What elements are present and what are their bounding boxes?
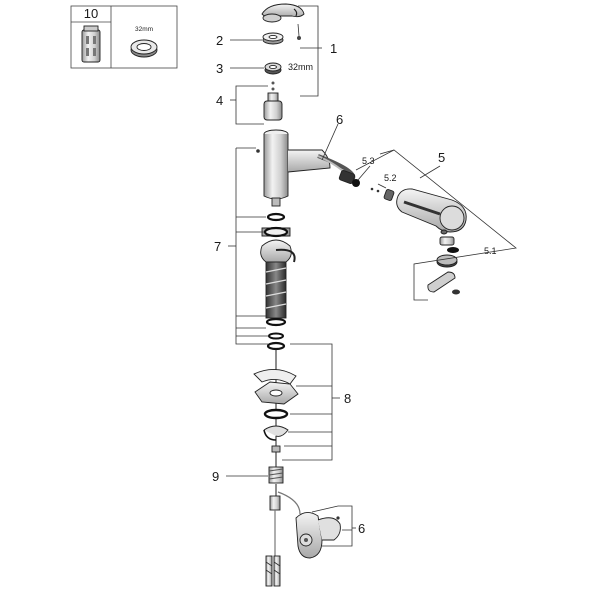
leader-lines: [226, 5, 517, 547]
callout-5: 5: [438, 150, 445, 165]
inset-size-label: 32mm: [135, 26, 153, 33]
callout-6-top: 6: [336, 112, 343, 127]
retaining-nut: [264, 62, 282, 75]
callout-5-1: 5.1: [484, 246, 497, 256]
callout-9: 9: [212, 469, 219, 484]
callout-3: 3: [216, 61, 223, 76]
callout-7: 7: [214, 239, 221, 254]
mounting-kit: [253, 350, 299, 470]
lever-handle: [261, 3, 305, 40]
inset-number-label: 10: [84, 6, 98, 21]
hose-weight: [295, 512, 341, 559]
hose-connector: [352, 179, 380, 193]
spare-parts-inset: 10 32mm: [70, 5, 178, 69]
spray-head: [383, 188, 467, 233]
seal-stack: [260, 212, 296, 351]
callout-6-bottom: 6: [358, 521, 365, 536]
callout-labels: 1 2 3 32mm 4 6 5 5.3 5.2 5.1 7 8 9 6: [212, 33, 497, 536]
supply-hoses: [265, 484, 301, 587]
callout-1: 1: [330, 41, 337, 56]
callout-3-size: 32mm: [288, 62, 313, 72]
cartridge: [263, 81, 283, 121]
callout-5-2: 5.2: [384, 173, 397, 183]
nut-ring-icon: [130, 39, 158, 58]
callout-4: 4: [216, 93, 223, 108]
callout-8: 8: [344, 391, 351, 406]
spray-nozzle-parts: [427, 229, 460, 295]
callout-5-3: 5.3: [362, 156, 375, 166]
threaded-nipple: [268, 466, 284, 484]
pull-out-hose: [317, 154, 356, 184]
tap-body: [256, 129, 331, 207]
cap-ring: [262, 32, 284, 45]
cartridge-icon: [81, 25, 101, 63]
callout-2: 2: [216, 33, 223, 48]
